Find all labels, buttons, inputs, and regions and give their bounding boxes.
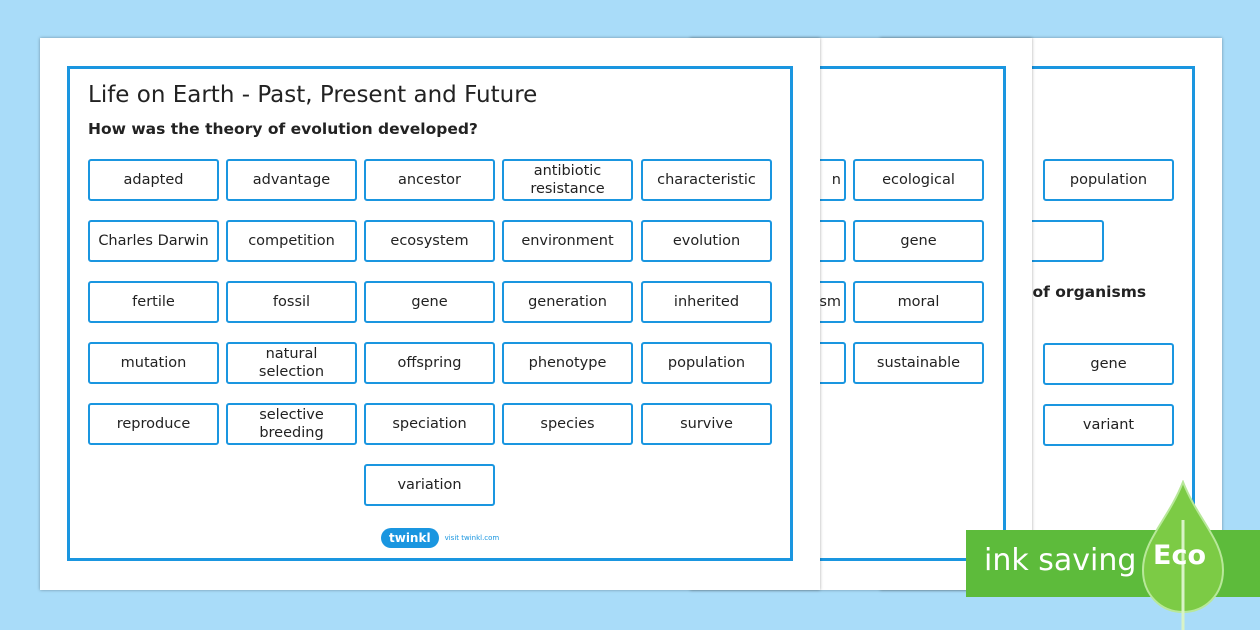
word-card: inherited (641, 281, 772, 323)
page-title: Life on Earth - Past, Present and Future (88, 82, 538, 108)
word-card: natural selection (226, 342, 357, 384)
word-card: adapted (88, 159, 219, 201)
worksheet-back-subtitle: y of organisms (1017, 283, 1147, 301)
word-card: moral (853, 281, 984, 323)
word-card: selective breeding (226, 403, 357, 445)
word-card: population (641, 342, 772, 384)
word-card: offspring (364, 342, 495, 384)
page-subtitle: How was the theory of evolution develope… (88, 120, 478, 138)
word-card: variant (1043, 404, 1174, 446)
word-card: ancestor (364, 159, 495, 201)
worksheet-front-frame (67, 66, 793, 561)
twinkl-logo: twinkl visit twinkl.com (381, 528, 499, 548)
word-card: variation (364, 464, 495, 506)
word-card: gene (364, 281, 495, 323)
word-card: characteristic (641, 159, 772, 201)
word-card: evolution (641, 220, 772, 262)
word-card: environment (502, 220, 633, 262)
twinkl-link[interactable]: visit twinkl.com (444, 534, 500, 542)
word-card: Charles Darwin (88, 220, 219, 262)
word-card: fossil (226, 281, 357, 323)
word-card: phenotype (502, 342, 633, 384)
word-card: ecological (853, 159, 984, 201)
word-card: generation (502, 281, 633, 323)
word-card: gene (1043, 343, 1174, 385)
word-card: reproduce (88, 403, 219, 445)
eco-badge-label: Eco (1153, 540, 1206, 571)
twinkl-logo-mark: twinkl (381, 528, 439, 548)
word-card: sustainable (853, 342, 984, 384)
eco-badge-text: ink saving (984, 543, 1137, 578)
word-card: population (1043, 159, 1174, 201)
word-card: gene (853, 220, 984, 262)
word-card: ecosystem (364, 220, 495, 262)
word-card: fertile (88, 281, 219, 323)
word-card: advantage (226, 159, 357, 201)
word-card: species (502, 403, 633, 445)
word-card: mutation (88, 342, 219, 384)
word-card: survive (641, 403, 772, 445)
word-card: speciation (364, 403, 495, 445)
word-card: competition (226, 220, 357, 262)
leaf-drop-icon (1141, 480, 1225, 630)
word-card: antibiotic resistance (502, 159, 633, 201)
